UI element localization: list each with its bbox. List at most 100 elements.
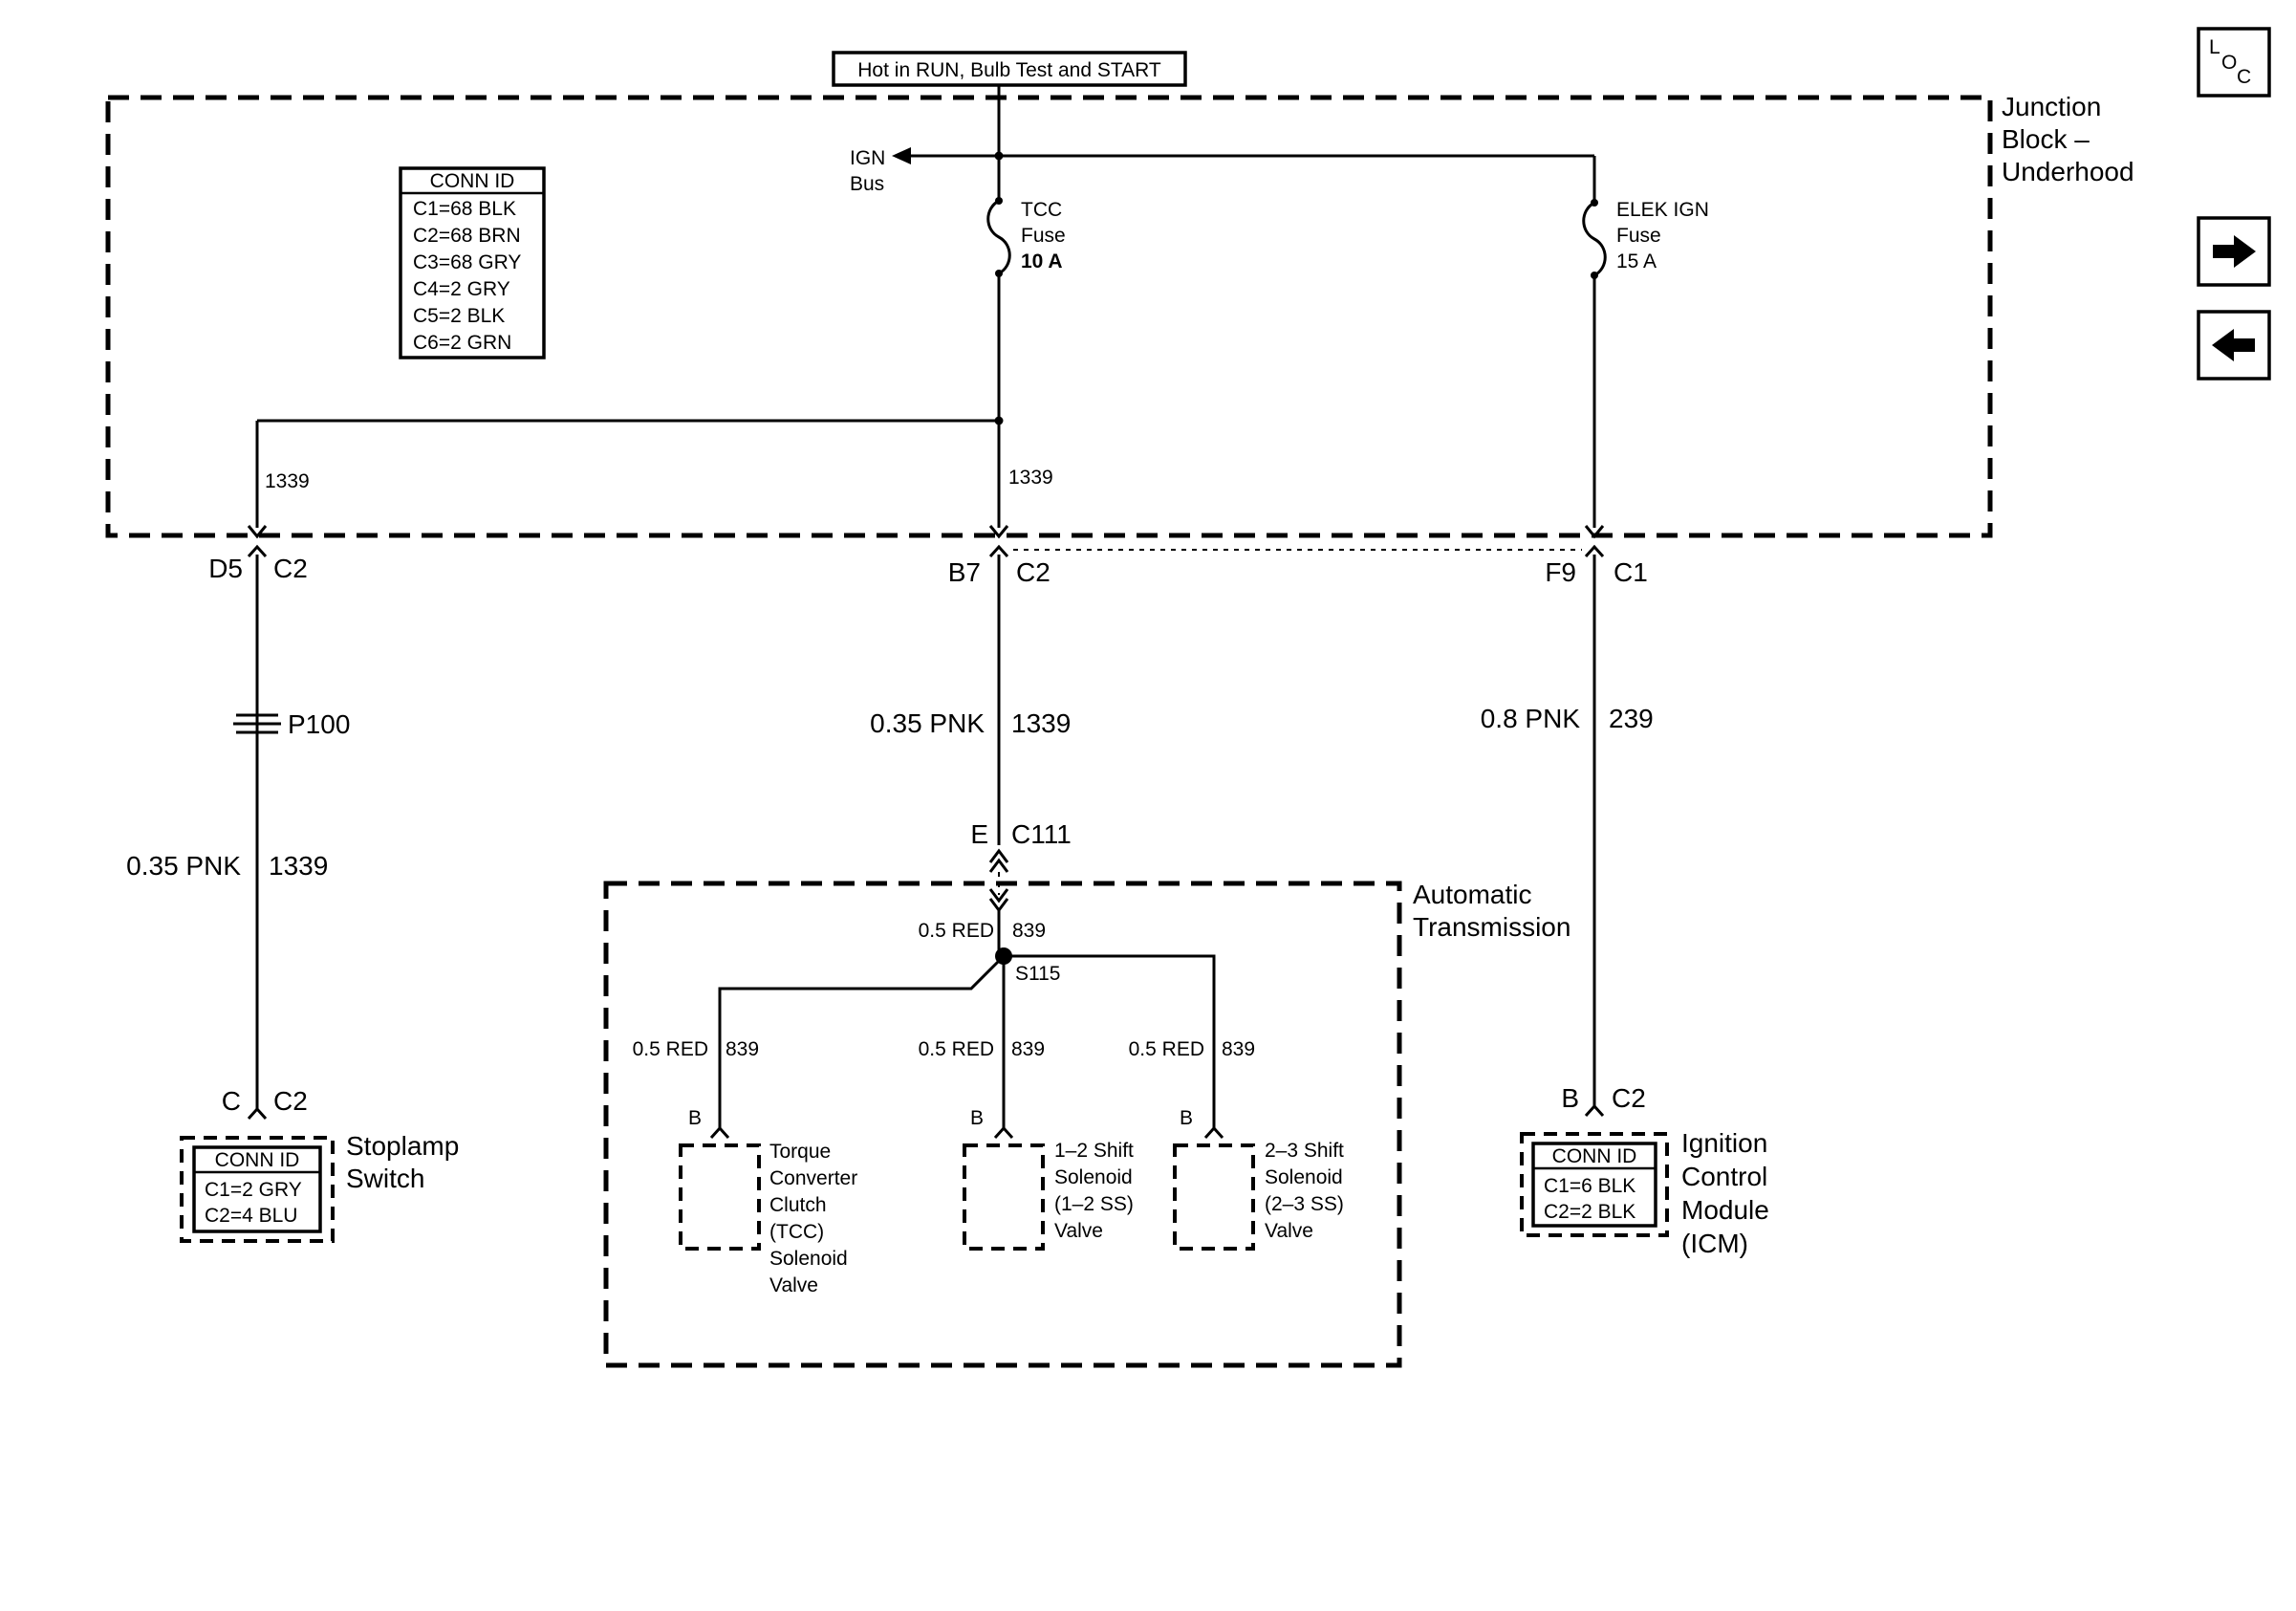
trans-feed-color-label: 0.5 RED (919, 920, 994, 942)
stoplamp-switch-label: Stoplamp (346, 1131, 459, 1161)
connector-arrow-icon (247, 525, 268, 539)
icm-conn-id-row: C1=6 BLK (1544, 1175, 1635, 1197)
icm-conn-id-box (1531, 1142, 1657, 1228)
tcc-fuse-label: TCC Fuse 10 A (1021, 199, 1066, 272)
junction-conn-id-row: C6=2 GRN (413, 332, 511, 354)
s115-label: S115 (1015, 963, 1061, 985)
power-source-banner-box (832, 51, 1187, 87)
ign-bus-label-line: Bus (850, 173, 884, 195)
solenoid-label-line: Solenoid (1265, 1166, 1343, 1188)
connector-arrow-icon (1584, 525, 1605, 539)
previous-page-button[interactable] (2197, 310, 2271, 381)
branch-circuit-label: 839 (1222, 1038, 1255, 1060)
connector-id-label: C111 (1011, 819, 1072, 849)
elek-fuse-label-line: 15 A (1616, 250, 1657, 272)
ign-bus-arrow (892, 147, 911, 164)
tcc-fuse-label-line: Fuse (1021, 225, 1066, 247)
elek-ign-fuse-symbol (1582, 201, 1607, 277)
fuse-terminal-dot (995, 197, 1003, 205)
solenoid-component-outline (1173, 1143, 1255, 1251)
junction-block-label-line: Underhood (2002, 157, 2134, 186)
tcc-fuse-label-line: TCC (1021, 199, 1062, 221)
connector-chevron-icon (247, 1106, 268, 1121)
solenoid-label-line: 2–3 Shift (1265, 1140, 1344, 1162)
bus-junction-dot (994, 151, 1004, 161)
automatic-transmission-label-line: Transmission (1413, 912, 1570, 942)
solenoid-label-line: Valve (1054, 1220, 1103, 1242)
icm-label-line: (ICM) (1681, 1229, 1748, 1258)
stoplamp-switch-label: Switch (346, 1164, 424, 1193)
arrow-left-icon (2212, 329, 2255, 361)
connector-id-label: C2 (1016, 557, 1051, 587)
center-inner-circuit-label: 1339 (1008, 467, 1053, 489)
right-wire-color-label: 0.8 PNK (1481, 704, 1581, 733)
loc-button[interactable]: L O C (2197, 27, 2271, 98)
elek-ign-fuse-label: ELEK IGN Fuse 15 A (1616, 199, 1709, 272)
fuse-terminal-dot (1591, 199, 1598, 207)
trans-feed-circuit-label: 839 (1012, 920, 1046, 942)
solenoid-pin-label: B (970, 1107, 984, 1129)
loc-letter: O (2221, 52, 2237, 74)
connector-chevron-icon (1584, 1103, 1605, 1118)
branch-color-label: 0.5 RED (1129, 1038, 1204, 1060)
automatic-transmission-label: Automatic Transmission (1413, 880, 1570, 942)
ign-bus-label: IGN Bus (850, 147, 885, 195)
connector-id-label: C2 (1612, 1083, 1646, 1113)
solenoid-label-line: Valve (769, 1274, 818, 1296)
center-wire-circuit-label: 1339 (1011, 708, 1071, 738)
left-wire-circuit-label: 1339 (269, 851, 328, 881)
stoplamp-conn-id-title: CONN ID (215, 1149, 300, 1171)
junction-conn-id-title: CONN ID (430, 170, 515, 192)
shift-12-solenoid-valve: B 1–2 Shift Solenoid (1–2 SS) Valve (963, 1107, 1134, 1251)
connector-pin-label: E (970, 819, 988, 849)
left-wire-color-label: 0.35 PNK (126, 851, 241, 881)
branch-color-label: 0.5 RED (919, 1038, 994, 1060)
solenoid-label-line: Converter (769, 1167, 857, 1189)
junction-conn-id-row: C2=68 BRN (413, 225, 521, 247)
center-wire-color-label: 0.35 PNK (870, 708, 985, 738)
p100-label: P100 (288, 709, 350, 739)
icm-label-line: Module (1681, 1195, 1769, 1225)
solenoid-pin-label: B (688, 1107, 702, 1129)
connector-chevron-icon (988, 544, 1009, 558)
connector-pin-label: C (222, 1086, 241, 1116)
connector-pin-label: F9 (1545, 557, 1576, 587)
junction-conn-id-row: C1=68 BLK (413, 198, 516, 220)
branch-circuit-label: 839 (726, 1038, 759, 1060)
connector-id-label: C2 (273, 1086, 308, 1116)
connector-chevron-icon (247, 544, 268, 558)
connector-chevron-icon (709, 1125, 730, 1140)
stoplamp-conn-id-box (192, 1145, 322, 1233)
icm-label-line: Ignition (1681, 1128, 1767, 1158)
solenoid-label-line: (TCC) (769, 1221, 824, 1243)
left-inner-circuit-label: 1339 (265, 470, 310, 492)
junction-block-label: Junction Block – Underhood (2002, 92, 2134, 186)
connector-id-label: C2 (273, 554, 308, 583)
solenoid-label-line: (2–3 SS) (1265, 1193, 1344, 1215)
elek-fuse-label-line: ELEK IGN (1616, 199, 1709, 221)
loc-letter: L (2209, 36, 2220, 58)
junction-conn-id-row: C5=2 BLK (413, 305, 505, 327)
tcc-fuse-label-line: 10 A (1021, 250, 1063, 272)
connector-pin-label: D5 (208, 554, 243, 583)
loc-letter: C (2237, 66, 2251, 88)
connector-chevron-icon (1584, 544, 1605, 558)
solenoid-label-line: Valve (1265, 1220, 1313, 1242)
arrow-right-icon (2213, 235, 2256, 268)
solenoid-component-outline (679, 1143, 761, 1251)
branch-color-label: 0.5 RED (633, 1038, 708, 1060)
icm-label-line: Control (1681, 1162, 1767, 1191)
stoplamp-conn-id-row: C2=4 BLU (205, 1205, 297, 1227)
icm-outline (1520, 1132, 1669, 1237)
connector-pin-label: B7 (948, 557, 981, 587)
tcc-branch-wire (718, 954, 1006, 1128)
automatic-transmission-outline (603, 881, 1402, 1368)
junction-conn-id-row: C4=2 GRY (413, 278, 510, 300)
icm-label: Ignition Control Module (ICM) (1681, 1128, 1769, 1258)
connector-id-label: C1 (1614, 557, 1648, 587)
connector-chevron-icon (993, 1125, 1014, 1140)
junction-block-label-line: Block – (2002, 124, 2090, 154)
next-page-button[interactable] (2197, 216, 2271, 287)
solenoid-label-line: Solenoid (1054, 1166, 1133, 1188)
